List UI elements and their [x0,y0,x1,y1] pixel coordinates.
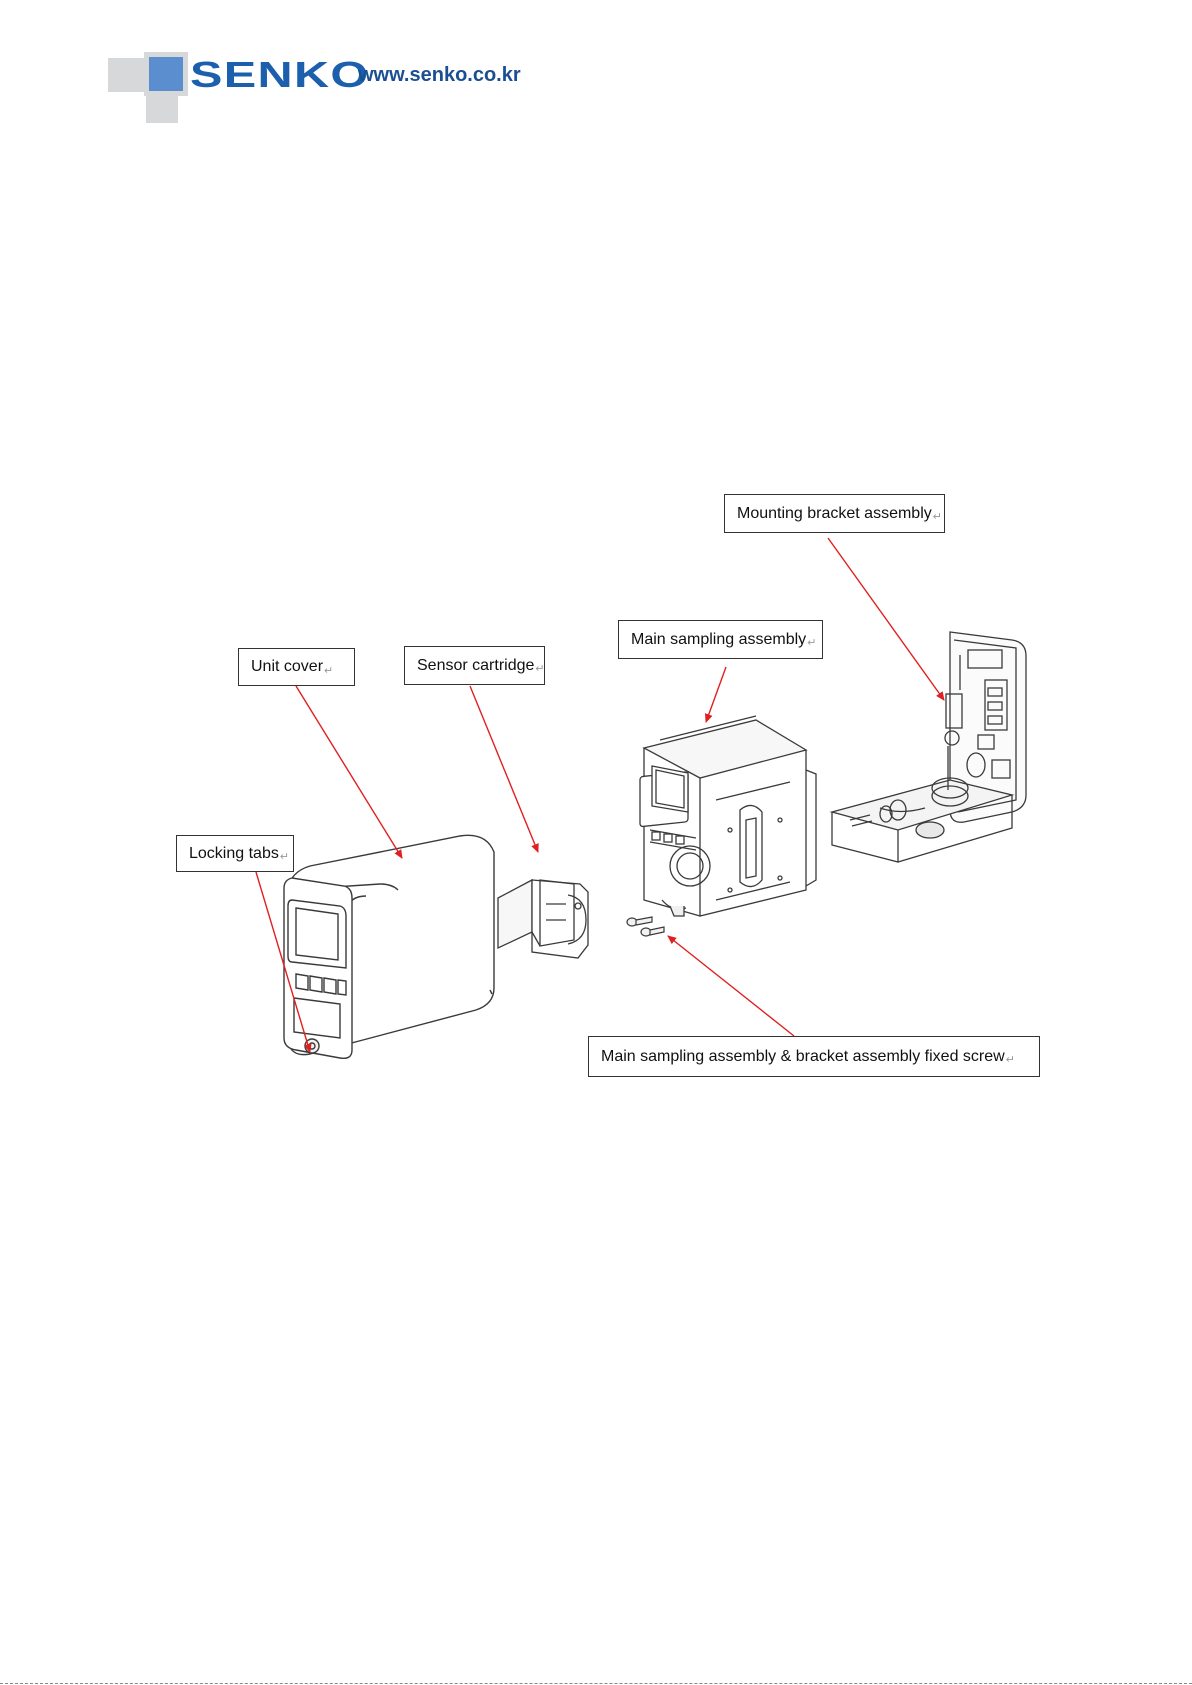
leader-sensor-cartridge [470,686,538,852]
paragraph-mark: ↵ [807,636,816,649]
paragraph-mark: ↵ [280,850,289,863]
callout-unit-cover-text: Unit cover [251,658,323,676]
callout-sensor-cartridge-text: Sensor cartridge [417,657,534,675]
paragraph-mark: ↵ [535,662,544,675]
callout-main-sampling-text: Main sampling assembly [631,631,806,649]
leader-mounting-bracket [828,538,944,700]
sensor-cartridge-drawing [498,880,588,958]
callout-mounting-bracket-text: Mounting bracket assembly [737,505,932,523]
callout-locking-tabs: Locking tabs↵ [176,835,294,872]
callout-sensor-cartridge: Sensor cartridge↵ [404,646,545,685]
callout-fixed-screw-text: Main sampling assembly & bracket assembl… [601,1048,1005,1066]
mounting-bracket-drawing [832,632,1026,862]
paragraph-mark: ↵ [933,510,942,523]
main-sampling-drawing [640,716,816,916]
page-bottom-border [0,1683,1192,1684]
leader-fixed-screw [668,936,794,1036]
callout-mounting-bracket: Mounting bracket assembly↵ [724,494,945,533]
callout-unit-cover: Unit cover↵ [238,648,355,686]
callout-main-sampling: Main sampling assembly↵ [618,620,823,659]
unit-cover-drawing [284,835,494,1058]
callout-fixed-screw: Main sampling assembly & bracket assembl… [588,1036,1040,1077]
callout-locking-tabs-text: Locking tabs [189,845,279,863]
leader-unit-cover [296,686,402,858]
paragraph-mark: ↵ [324,664,333,677]
leader-main-sampling [706,667,726,722]
paragraph-mark: ↵ [1006,1053,1015,1066]
fixed-screws-drawing [627,917,664,936]
